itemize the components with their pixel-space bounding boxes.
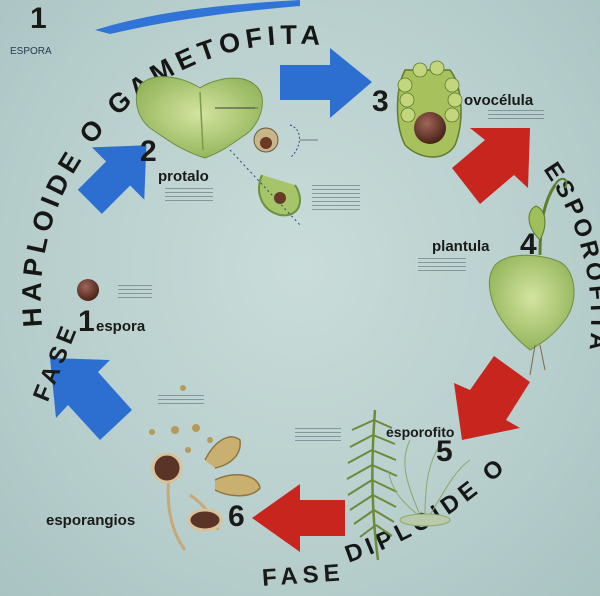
stage-1-label: espora bbox=[96, 318, 145, 335]
stage-2-label: protalo bbox=[158, 168, 209, 185]
caption-block-archegonium bbox=[312, 185, 360, 213]
caption-block-spore bbox=[118, 285, 152, 299]
stage-4-number: 4 bbox=[520, 228, 537, 262]
spore-ball bbox=[77, 279, 99, 301]
caption-block-prothallus bbox=[165, 188, 213, 202]
top-stage-number: 1 bbox=[30, 2, 47, 36]
stage-3-label: ovocélula bbox=[464, 92, 533, 109]
fase-bottom-label: FASE bbox=[261, 559, 345, 593]
blue-arrow-2-to-3 bbox=[280, 48, 372, 118]
stage-2-number: 2 bbox=[140, 135, 157, 169]
stage-3-number: 3 bbox=[372, 85, 389, 119]
top-stage-label: ESPORA bbox=[10, 46, 52, 57]
stage-5-label: esporofito bbox=[386, 424, 454, 440]
stage-5-number: 5 bbox=[436, 435, 453, 469]
red-arrow-4-to-5 bbox=[454, 356, 530, 440]
stage-1-number: 1 bbox=[78, 305, 95, 339]
stage-6-label: esporangios bbox=[46, 512, 135, 529]
ovocell-illustration bbox=[398, 61, 463, 157]
caption-block-sporophyte bbox=[295, 428, 341, 444]
red-arrow-3-to-4 bbox=[452, 128, 530, 204]
caption-block-plantula bbox=[418, 258, 466, 272]
stage-6-number: 6 bbox=[228, 500, 245, 534]
archegonium-sketch bbox=[230, 125, 300, 225]
red-arrow-5-to-6 bbox=[252, 484, 345, 552]
stage-4-label: plantula bbox=[432, 238, 490, 255]
caption-block-sporangia bbox=[158, 395, 204, 405]
caption-block-ovocell bbox=[488, 110, 544, 122]
